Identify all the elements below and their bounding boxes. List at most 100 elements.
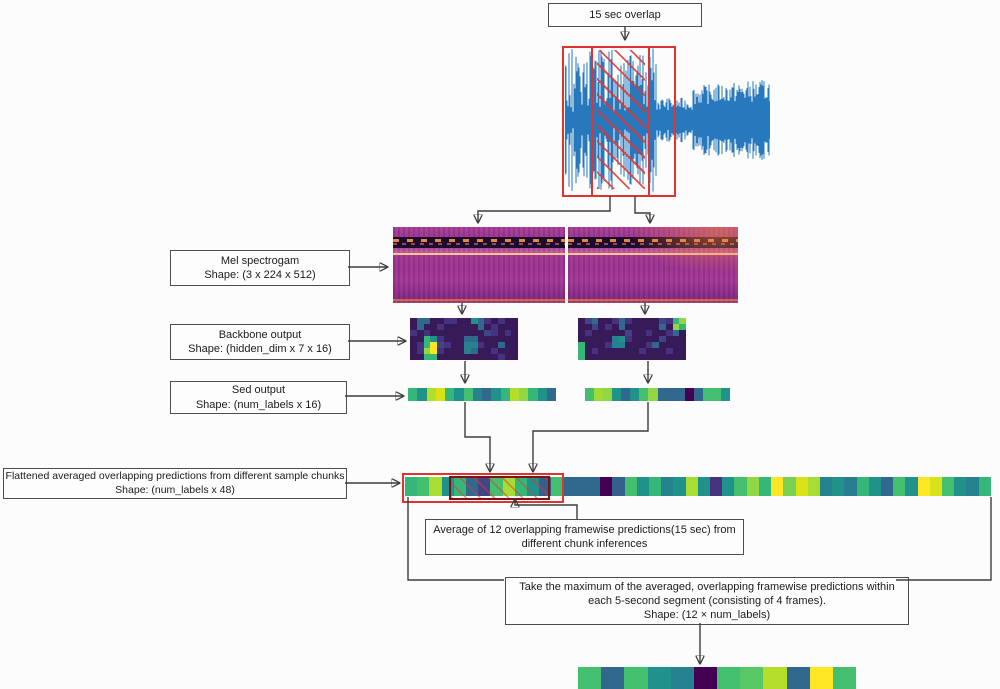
strip-cell: [844, 477, 857, 496]
heatmap-cell: [416, 336, 424, 342]
mel-spectrogram-right: [568, 227, 738, 303]
strip-cell: [585, 388, 595, 401]
strip-cell: [941, 477, 955, 496]
strip-cell: [693, 667, 718, 689]
heatmap-cell: [430, 354, 437, 360]
heatmap-cell: [591, 324, 599, 330]
heatmap-cell: [598, 324, 605, 330]
mel-spectrogram-label-box: Mel spectrogam Shape: (3 x 224 x 512): [170, 250, 350, 286]
spectrogram-dark-band: [393, 236, 565, 248]
heatmap-cell: [504, 330, 512, 336]
heatmap-cell: [497, 330, 505, 336]
heatmap-cell: [464, 354, 471, 360]
strip-cell: [746, 477, 759, 496]
heatmap-cell: [665, 354, 673, 360]
strip-cell: [405, 477, 418, 496]
strip-cell: [832, 477, 845, 496]
heatmap-cell: [591, 330, 599, 336]
heatmap-cell: [665, 342, 673, 348]
heatmap-cell: [491, 342, 498, 348]
strip-cell: [740, 667, 764, 689]
heatmap-cell: [618, 342, 626, 348]
arrow-waveform-to-left-spectrogram: [478, 196, 611, 222]
max-box-line1: Take the maximum of the averaged, overla…: [519, 580, 895, 593]
heatmap-cell: [470, 354, 478, 360]
heatmap-cell: [410, 342, 417, 348]
average-predictions-box: Average of 12 overlapping framewise pred…: [425, 519, 744, 555]
heatmap-cell: [484, 318, 491, 324]
strip-cell: [463, 388, 473, 401]
heatmap-cell: [679, 348, 686, 354]
heatmap-cell: [611, 330, 619, 336]
strip-cell: [426, 388, 436, 401]
heatmap-cell: [638, 348, 646, 354]
heatmap-cell: [652, 318, 659, 324]
flattened-label-shape: Shape: (num_labels x 48): [115, 483, 235, 496]
heatmap-cell: [477, 318, 485, 324]
heatmap-cell: [457, 330, 464, 336]
strip-cell: [685, 477, 698, 496]
strip-cell: [684, 388, 694, 401]
heatmap-cell: [423, 348, 431, 354]
heatmap-cell: [625, 348, 632, 354]
heatmap-cell: [477, 354, 485, 360]
max-box-line3: Shape: (12 × num_labels): [643, 609, 771, 622]
heatmap-cell: [504, 336, 512, 342]
strip-cell: [648, 388, 658, 401]
strip-cell: [519, 388, 529, 401]
heatmap-cell: [497, 348, 505, 354]
heatmap-cell: [457, 324, 464, 330]
heatmap-cell: [484, 354, 491, 360]
heatmap-cell: [443, 330, 451, 336]
heatmap-cell: [672, 354, 680, 360]
heatmap-cell: [437, 324, 444, 330]
heatmap-cell: [632, 342, 639, 348]
heatmap-cell: [430, 330, 437, 336]
strip-cell: [528, 388, 538, 401]
arrow-waveform-to-right-spectrogram: [634, 196, 650, 222]
heatmap-cell: [578, 336, 585, 342]
heatmap-cell: [578, 342, 585, 348]
heatmap-cell: [679, 342, 686, 348]
heatmap-cell: [443, 318, 451, 324]
heatmap-cell: [457, 336, 464, 342]
overlap-label-text: 15 sec overlap: [589, 8, 661, 21]
mel-spectrogram-left: [393, 227, 565, 303]
heatmap-cell: [659, 330, 666, 336]
sed-label-shape: Shape: (num_labels x 16): [195, 398, 322, 411]
heatmap-cell: [491, 318, 498, 324]
strip-cell: [722, 477, 735, 496]
heatmap-cell: [605, 318, 612, 324]
heatmap-cell: [511, 336, 518, 342]
heatmap-cell: [504, 324, 512, 330]
strip-cell: [978, 477, 991, 496]
heatmap-cell: [457, 342, 464, 348]
average-box-text: Average of 12 overlapping framewise pred…: [433, 523, 736, 550]
heatmap-cell: [625, 336, 632, 342]
heatmap-cell: [638, 330, 646, 336]
heatmap-cell: [652, 330, 659, 336]
heatmap-cell: [470, 336, 478, 342]
heatmap-cell: [591, 342, 599, 348]
strip-cell: [893, 477, 906, 496]
backbone-heatmap-left: [410, 318, 518, 360]
strip-cell: [819, 477, 833, 496]
heatmap-cell: [578, 354, 585, 360]
heatmap-cell: [578, 324, 585, 330]
strip-cell: [856, 477, 869, 496]
heatmap-cell: [511, 318, 518, 324]
heatmap-cell: [679, 336, 686, 342]
heatmap-cell: [477, 336, 485, 342]
heatmap-cell: [511, 330, 518, 336]
arrow-left-sed-to-flattened: [464, 402, 490, 471]
strip-cell: [612, 388, 622, 401]
heatmap-cell: [659, 336, 666, 342]
heatmap-cell: [464, 330, 471, 336]
heatmap-cell: [679, 324, 686, 330]
heatmap-cell: [625, 330, 632, 336]
heatmap-cell: [423, 318, 431, 324]
heatmap-cell: [638, 336, 646, 342]
heatmap-cell: [410, 324, 417, 330]
strip-cell: [717, 667, 741, 689]
heatmap-cell: [598, 354, 605, 360]
